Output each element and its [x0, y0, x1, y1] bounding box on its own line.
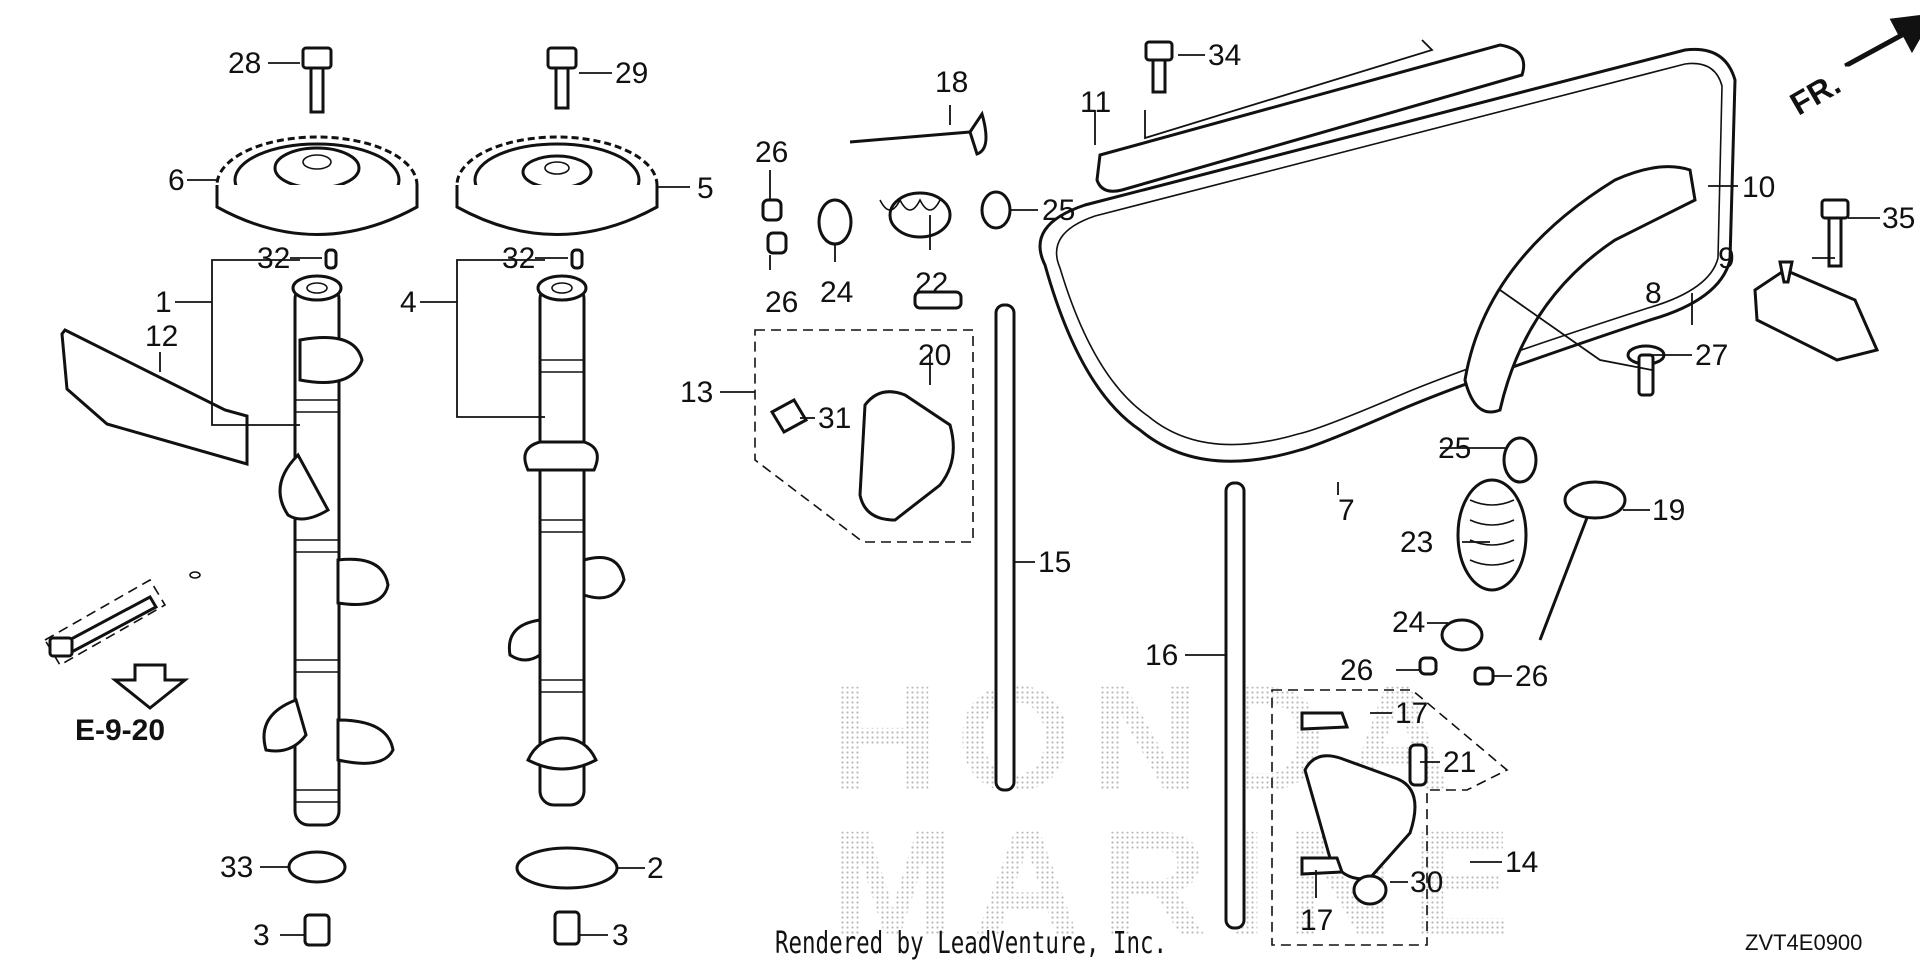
cotter-26-c	[1418, 656, 1438, 676]
callout-9: 9	[1718, 242, 1735, 275]
spring-seat-24-lower	[1440, 618, 1484, 652]
callout-8: 8	[1645, 277, 1662, 310]
reference-arrow	[110, 663, 190, 710]
callout-11: 11	[1080, 86, 1111, 119]
callout-26-b: 26	[765, 286, 798, 319]
callout-2: 2	[647, 852, 664, 885]
callout-19: 19	[1652, 494, 1685, 527]
thrust-plate	[515, 846, 619, 890]
render-credit: Rendered by LeadVenture, Inc.	[775, 926, 1167, 960]
callout-1: 1	[155, 286, 172, 319]
callout-33: 33	[220, 851, 253, 884]
callout-31: 31	[818, 402, 851, 435]
callout-17-lower: 17	[1300, 904, 1333, 937]
bolt-34	[1144, 40, 1174, 94]
cotter-26-b	[766, 231, 788, 255]
rocker-shaft-lower	[1224, 481, 1246, 930]
camshaft-intake	[262, 274, 395, 827]
bolt-3-left	[303, 913, 331, 947]
bolt-29	[546, 46, 578, 110]
chain-tensioner	[1753, 268, 1880, 362]
callout-23: 23	[1400, 526, 1433, 559]
cotter-26-d	[1473, 666, 1495, 686]
front-direction-label: FR.	[1784, 65, 1847, 122]
callout-3-right: 3	[612, 919, 629, 952]
callout-13: 13	[680, 376, 713, 409]
callout-16: 16	[1145, 639, 1178, 672]
cover-plate	[60, 328, 249, 579]
callout-18: 18	[935, 66, 968, 99]
callout-17-upper: 17	[1395, 697, 1428, 730]
callout-26-c: 26	[1340, 654, 1373, 687]
cotter-26-a	[761, 198, 783, 222]
callout-27: 27	[1695, 339, 1728, 372]
callout-24-upper: 24	[820, 276, 853, 309]
callout-14: 14	[1505, 846, 1538, 879]
callout-32-right: 32	[502, 242, 535, 275]
spring-seat-24-upper	[817, 198, 853, 246]
rocker-arm-assy-upper	[754, 290, 974, 543]
callout-15: 15	[1038, 546, 1071, 579]
bolt-cover	[43, 578, 167, 667]
callout-3-left: 3	[253, 919, 270, 952]
callout-12: 12	[145, 320, 178, 353]
callout-4: 4	[400, 286, 417, 319]
callout-32-left: 32	[257, 242, 290, 275]
tensioner-pin-9	[1778, 260, 1794, 284]
front-direction-arrow: FR.	[1784, 14, 1920, 122]
bolt-3-right	[553, 910, 581, 946]
callout-5: 5	[697, 172, 714, 205]
exhaust-valve	[1538, 480, 1627, 641]
cam-sprocket-right	[455, 135, 659, 236]
rocker-shaft-upper	[994, 303, 1016, 792]
callout-35: 35	[1882, 202, 1915, 235]
dowel-pin-right	[570, 248, 584, 270]
retainer-25-lower	[1502, 436, 1538, 484]
callout-26-a: 26	[755, 136, 788, 169]
leader-lines	[159, 39, 1880, 936]
callout-24-lower: 24	[1392, 606, 1425, 639]
chain-tensioner-arm	[1463, 165, 1697, 414]
valve-spring-lower	[1456, 478, 1528, 592]
callout-20: 20	[918, 339, 951, 372]
cam-sprocket-left	[215, 135, 419, 236]
callout-26-d: 26	[1515, 660, 1548, 693]
reference-link: E-9-20	[75, 714, 165, 747]
chain-guide	[1095, 43, 1526, 193]
callout-21: 21	[1443, 746, 1476, 779]
dowel-pin-left	[324, 248, 338, 270]
callout-22: 22	[915, 267, 948, 300]
callout-28: 28	[228, 47, 261, 80]
callouts: 1 2 3 3 4 5 6 7 8 9 10 11 12 13 14 15 16…	[145, 39, 1915, 952]
callout-10: 10	[1742, 171, 1775, 204]
rocker-arm-assy-lower	[1271, 689, 1509, 946]
callout-30: 30	[1410, 866, 1443, 899]
callout-34: 34	[1208, 39, 1241, 72]
callout-7: 7	[1338, 494, 1355, 527]
diagram-code: ZVT4E0900	[1745, 930, 1862, 955]
callout-25-upper: 25	[1042, 194, 1075, 227]
bolt-35	[1820, 198, 1850, 268]
camshaft-exhaust	[507, 274, 626, 807]
oil-seal	[287, 850, 347, 884]
callout-6: 6	[168, 164, 185, 197]
retainer-25-upper	[980, 190, 1012, 230]
intake-valve	[849, 110, 988, 156]
callout-29: 29	[615, 57, 648, 90]
bolt-28	[301, 46, 333, 114]
valve-spring-upper	[879, 191, 952, 239]
bolt-27	[1626, 344, 1666, 397]
timing-chain	[1038, 47, 1737, 463]
callout-25-lower: 25	[1438, 432, 1471, 465]
